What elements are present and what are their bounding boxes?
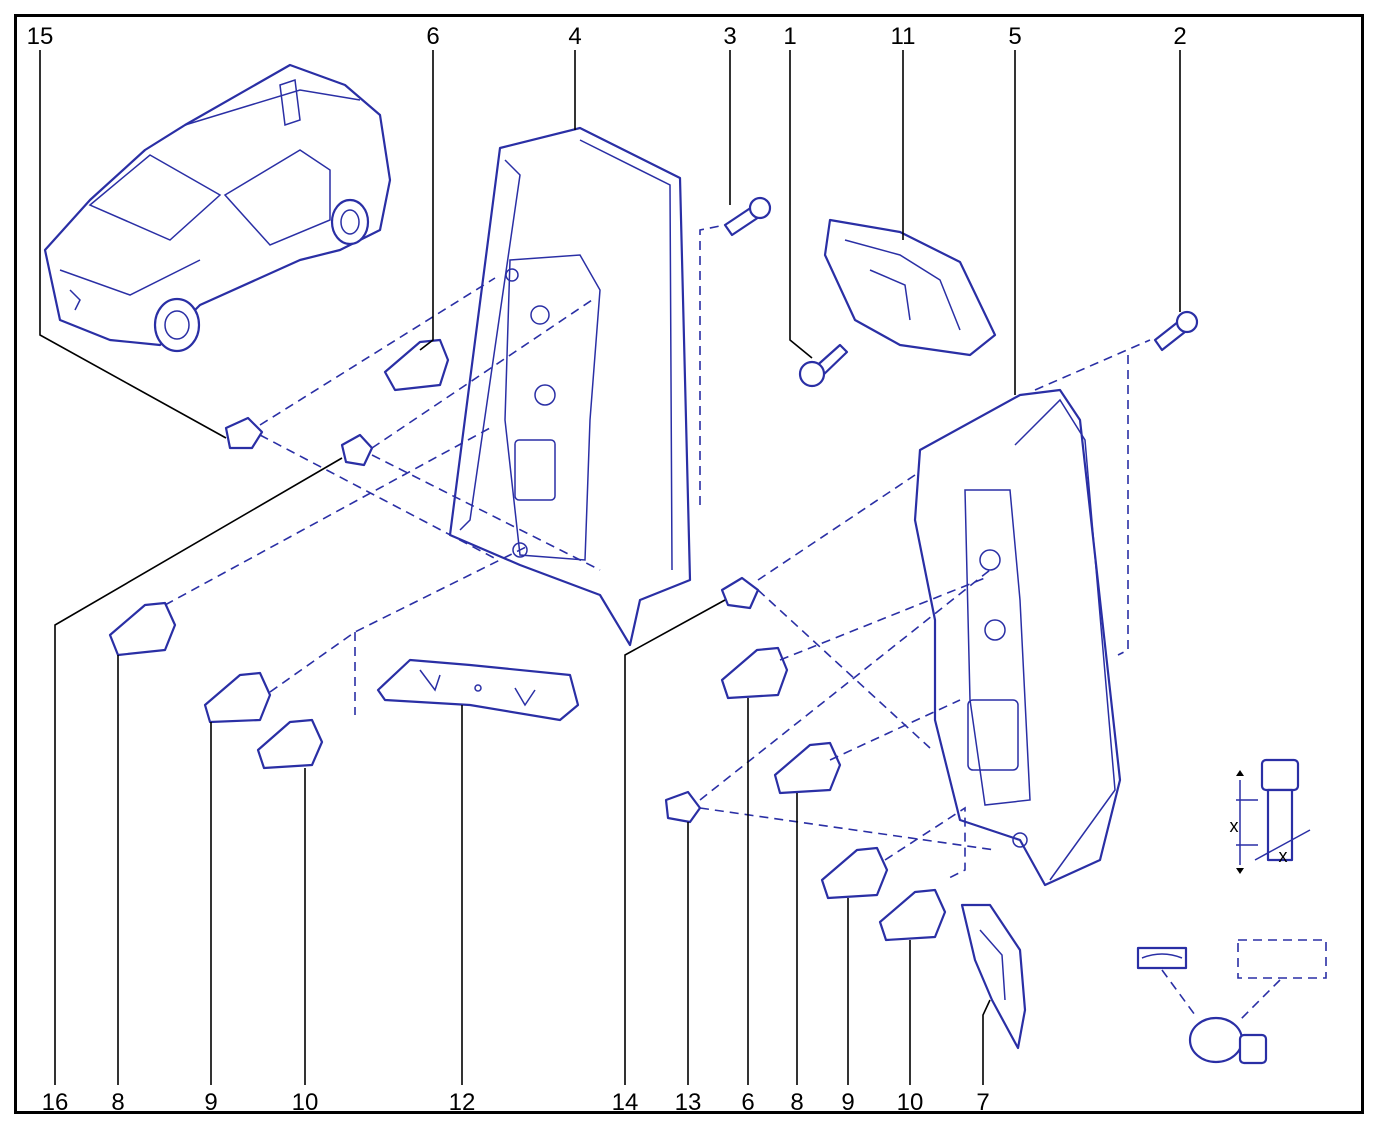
bulb-part [203, 671, 272, 724]
corner-reflector [960, 903, 1027, 1050]
callout-label: 7 [976, 1089, 989, 1116]
bulb-part [878, 888, 947, 942]
screw-part [723, 196, 772, 237]
callout-label: 10 [897, 1089, 924, 1116]
callout-label: 9 [841, 1089, 854, 1116]
callout-label: 3 [723, 23, 736, 50]
diagram-frame [14, 14, 1364, 1114]
callout-label: 8 [790, 1089, 803, 1116]
callout-label: 4 [568, 23, 581, 50]
dimension-labels: x x [1230, 816, 1288, 866]
bulb-kit-icon [1136, 939, 1327, 1065]
bolt-dimension-icon [1236, 758, 1311, 874]
right-lamp-housing [913, 388, 1122, 887]
reflector-strip [376, 658, 580, 722]
callout-label: 8 [111, 1089, 124, 1116]
bulb-part [108, 601, 177, 657]
left-lamp-housing [448, 126, 692, 647]
callout-label: 11 [891, 23, 916, 50]
clip-part [224, 416, 264, 450]
callout-label: 16 [42, 1089, 69, 1116]
bulb-part [383, 338, 450, 392]
leader-lines [39, 50, 1181, 1085]
screw-part [1153, 310, 1199, 352]
callout-label: 14 [612, 1089, 639, 1116]
bracket-part [823, 218, 997, 357]
clip-part [720, 576, 760, 610]
callout-label: 5 [1008, 23, 1021, 50]
clip-part [340, 433, 374, 467]
callouts-bottom: 16 8 9 10 12 14 13 6 8 9 10 7 [42, 1089, 990, 1116]
vehicle-illustration [43, 63, 392, 353]
bulb-part [820, 846, 889, 900]
dimension-mark: x [1230, 816, 1239, 836]
callout-label: 13 [675, 1089, 702, 1116]
callout-label: 6 [741, 1089, 754, 1116]
dimension-mark: x [1279, 846, 1288, 866]
callouts-top: 15 6 4 3 1 11 5 2 [27, 23, 1187, 50]
callout-label: 15 [27, 23, 54, 50]
clip-part [664, 790, 702, 824]
bulb-part [720, 646, 789, 700]
screw-part [798, 343, 849, 388]
callout-label: 9 [204, 1089, 217, 1116]
callout-label: 2 [1173, 23, 1186, 50]
bulb-part [773, 741, 842, 795]
callout-label: 12 [449, 1089, 476, 1116]
bulb-part [256, 718, 324, 770]
callout-label: 1 [783, 23, 796, 50]
callout-label: 10 [292, 1089, 319, 1116]
callout-label: 6 [426, 23, 439, 50]
